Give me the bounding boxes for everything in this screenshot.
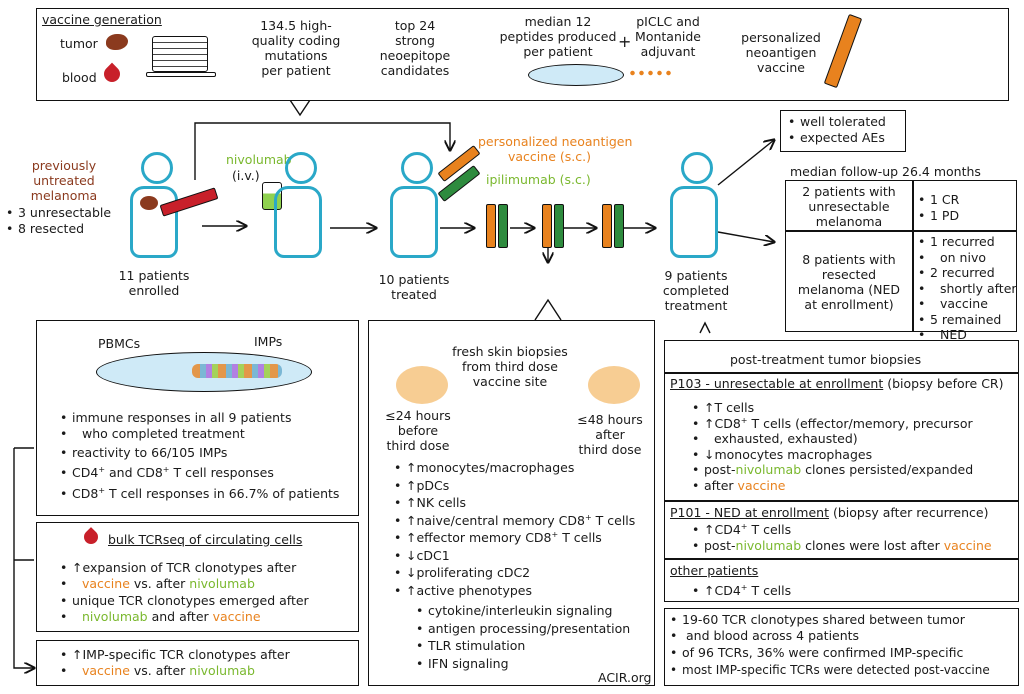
tumor-biopsy-divider-2 [664,500,1019,502]
ipilimumab-label: ipilimumab (s.c.) [486,172,591,187]
blood-label: blood [62,70,97,85]
imp-peptides-icon [192,364,282,378]
unresectable-outcomes: 1 CR1 PD [916,192,959,223]
patient-figure-completed [664,152,724,260]
skin-patch-after-icon [588,366,640,404]
tcrseq-title: bulk TCRseq of circulating cells [108,532,303,547]
p101-heading: P101 - NED at enrollment (biopsy after r… [670,505,989,520]
skin-patch-before-icon [396,366,448,404]
patient-figure-enrolled [124,152,184,260]
plus-sign: + [618,32,632,51]
pbmcs-label: PBMCs [98,336,141,351]
pnv-label: personalized neoantigen vaccine (s.c.) [478,134,633,164]
tumor-biopsy-divider-1 [664,372,1019,374]
adjuvant-dots-icon [628,68,672,78]
tumor-label: tumor [60,36,98,51]
acir-credit: ACIR.org [598,670,652,685]
p101-findings: ↑CD4+ T cells post-nivolumab clones were… [690,522,992,553]
p103-heading: P103 - unresectable at enrollment (biops… [670,376,1004,391]
tumor-on-patient-icon [140,196,158,210]
tumor-biopsy-title: post-treatment tumor biopsies [730,352,922,367]
imp-findings-list: immune responses in all 9 patients who c… [58,410,339,502]
followup-title: median follow-up 26.4 months [790,164,981,179]
other-patients-heading: other patients [670,563,759,578]
laptop-base-icon [146,72,216,77]
syringe-pair-3 [600,204,626,250]
tumor-biopsy-divider-3 [664,558,1019,560]
shared-tcr-findings: 19-60 TCR clonotypes shared between tumo… [668,612,990,678]
syringe-pair-2 [540,204,566,250]
resected-outcomes: 1 recurred on nivo 2 recurred shortly af… [916,234,1017,343]
followup-divider-h [785,230,1017,232]
p103-findings: ↑T cells ↑CD8+ T cells (effector/memory,… [690,400,973,493]
iv-label: (i.v.) [232,168,260,183]
active-phenotypes-list: cytokine/interleukin signaling antigen p… [414,603,630,671]
laptop-icon [152,36,208,72]
syringe-pair-1 [484,204,510,250]
imps-label: IMPs [254,334,283,349]
nivolumab-label: nivolumab [226,152,292,167]
patient-figure-treated [384,152,444,260]
tolerance-list: well toleratedexpected AEs [786,114,886,145]
peptide-dish-icon [528,64,624,86]
skin-findings-list: ↑monocytes/macrophages ↑pDCs ↑NK cells ↑… [392,460,635,598]
tumor-icon [106,34,128,50]
vaccine-generation-title: vaccine generation [42,12,162,27]
imp-tcr-findings: ↑IMP-specific TCR clonotypes after vacci… [58,647,290,678]
tcrseq-findings: ↑expansion of TCR clonotypes after vacci… [58,560,309,624]
other-patients-findings: ↑CD4+ T cells [690,583,791,599]
patient-figure-nivo [268,152,328,260]
followup-divider-v [912,180,914,332]
cohort-list: 3 unresectable8 resected [4,205,111,236]
